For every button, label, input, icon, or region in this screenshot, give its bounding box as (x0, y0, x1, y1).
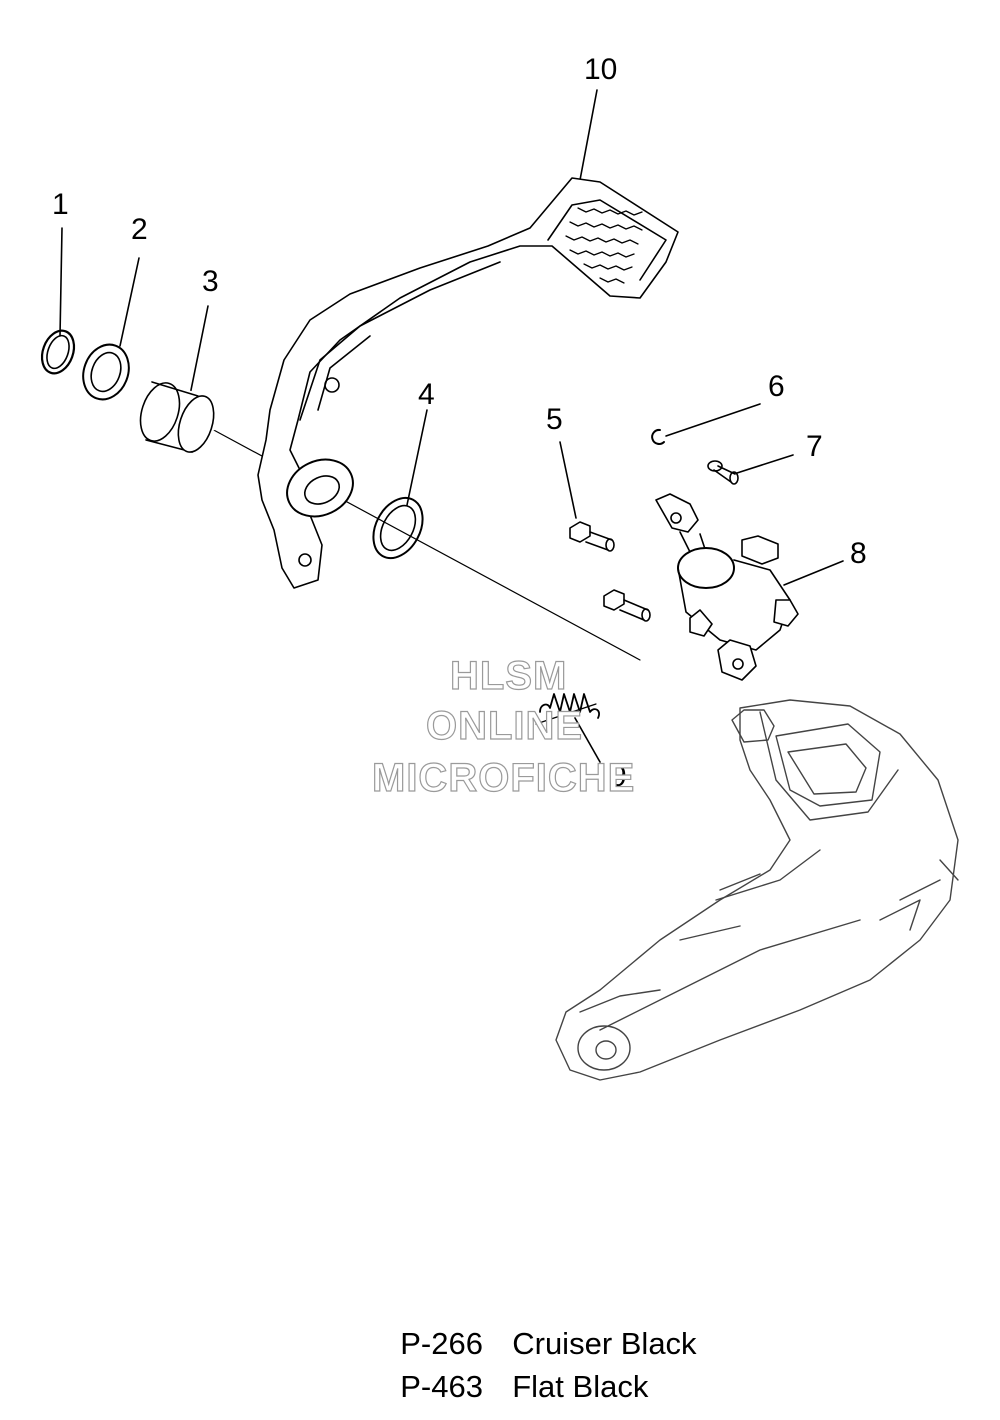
legend-row: P-463 Flat Black (383, 1333, 648, 1405)
callout-6: 6 (768, 370, 785, 403)
part-9-spring (535, 693, 600, 725)
part-6-clip (651, 428, 665, 445)
callout-3: 3 (202, 265, 219, 298)
part-10-brake-pedal (257, 177, 679, 589)
part-8-master-cylinder (655, 493, 799, 681)
part-4-washer (372, 496, 424, 560)
part-3-bushing (139, 380, 215, 453)
watermark-line-1: HLSM (449, 654, 568, 698)
legend-code: P-266 (400, 1326, 483, 1361)
leader-lines (59, 89, 844, 763)
watermark-line-2: ONLINE (425, 704, 584, 748)
callout-7: 7 (806, 430, 823, 463)
part-7-pin (707, 460, 739, 485)
callout-4: 4 (418, 378, 435, 411)
legend-name: Cruiser Black (512, 1326, 697, 1361)
callout-10: 10 (584, 53, 618, 86)
part-2-washer (82, 343, 130, 401)
callout-1: 1 (52, 188, 69, 221)
callout-9: 9 (610, 760, 627, 793)
part-1-snap-ring (40, 329, 76, 375)
callout-8: 8 (850, 537, 867, 570)
legend-row: P-266 Cruiser Black (383, 1290, 697, 1362)
enlarged-detail-view (555, 699, 959, 1081)
callout-5: 5 (546, 403, 563, 436)
legend-code: P-463 (400, 1369, 483, 1404)
part-5-bolts (569, 521, 651, 622)
legend-name: Flat Black (512, 1369, 649, 1404)
callout-2: 2 (131, 213, 148, 246)
watermark-line-3: MICROFICHE (371, 756, 636, 800)
